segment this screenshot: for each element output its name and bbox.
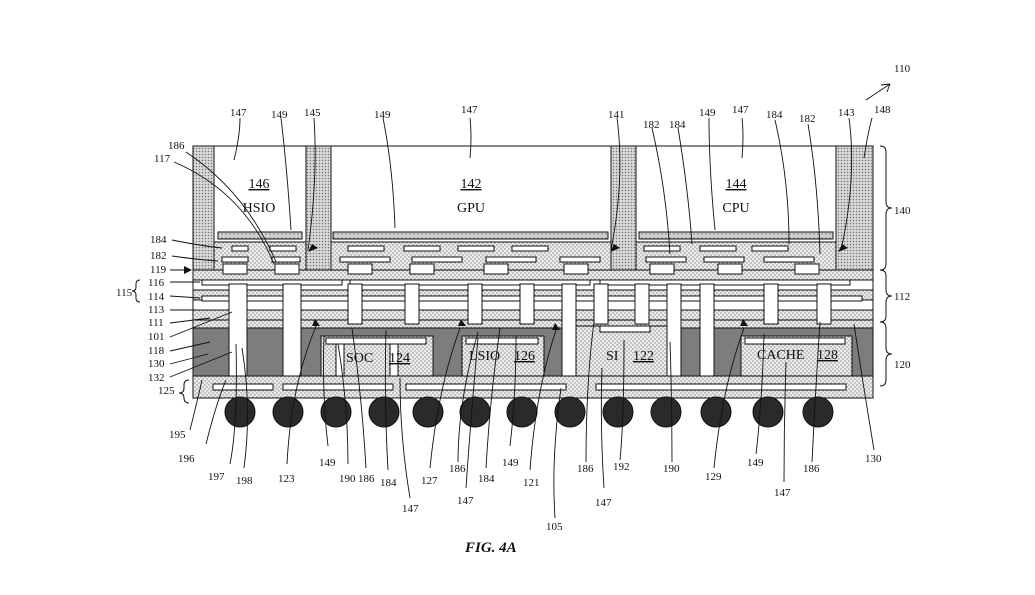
die-labels: 146 HSIO 142 GPU 144 CPU [243,177,750,216]
ref-label: 184 [766,109,783,121]
die-gpu [330,145,612,243]
die-name: GPU [457,201,485,216]
right-braces [131,145,893,404]
ref-label: 186 [168,140,185,152]
ref-label: 149 [374,109,391,121]
ref-label: 115 [116,287,133,299]
block-si [568,325,676,377]
ref-label: 147 [461,104,478,116]
ref-label: 147 [595,497,612,509]
ref-label: 113 [148,304,165,316]
die-cpu [635,145,837,243]
ref-label: 186 [577,463,594,475]
ref-label: 117 [154,153,171,165]
ref-label: 119 [150,264,167,276]
ref-numbers: 110 147 149 145 149 147 141 182 184 149 … [116,63,911,533]
block-name: CACHE [757,348,804,363]
ref-label: 127 [421,475,438,487]
die-hsio [213,145,307,243]
ref-label: 123 [278,473,295,485]
ref-label: 147 [774,487,791,499]
ref-label: 147 [230,107,247,119]
die-name: CPU [722,201,749,216]
block-name: SOC [346,351,373,366]
ref-label: 101 [148,331,165,343]
die-layer [192,145,874,271]
ref-label: 197 [208,471,225,483]
ref-label: 140 [894,205,911,217]
ref-label: 112 [894,291,910,303]
die-number: 142 [461,177,482,192]
ref-label: 130 [148,358,165,370]
ref-label: 141 [608,109,625,121]
ref-label: 105 [546,521,563,533]
ref-label: 111 [148,317,164,329]
block-number: 124 [389,351,410,366]
ref-label: 120 [894,359,911,371]
ref-label: 184 [150,234,167,246]
ref-label: 182 [150,250,167,262]
block-number: 126 [514,349,535,364]
die-number: 146 [249,177,270,192]
embedded-labels: SOC 124 LSIO 126 SI 122 CACHE 128 [346,348,838,366]
ref-label: 184 [478,473,495,485]
ref-label: 186 [358,473,375,485]
ref-label: 182 [643,119,660,131]
ref-label: 149 [319,457,336,469]
ref-label: 149 [699,107,716,119]
figure-caption: FIG. 4A [464,540,517,556]
ref-label: 125 [158,385,175,397]
block-name: SI [606,349,619,364]
ref-label: 132 [148,372,165,384]
block-number: 128 [817,348,838,363]
ref-label: 145 [304,107,321,119]
ref-label: 196 [178,453,195,465]
arrow-heads [184,244,848,330]
ref-label: 192 [613,461,630,473]
ref-label: 182 [799,113,816,125]
bottom-layer [192,375,874,399]
ref-label: 118 [148,345,165,357]
ref-label: 186 [803,463,820,475]
ref-label: 190 [339,473,356,485]
ref-label: 110 [894,63,911,75]
ref-label: 149 [502,457,519,469]
ref-label: 143 [838,107,855,119]
ref-label: 129 [705,471,722,483]
die-number: 144 [726,177,747,192]
ref-label: 195 [169,429,186,441]
ref-label: 149 [271,109,288,121]
ref-label: 184 [669,119,686,131]
leader-lines [169,83,891,519]
ref-label: 121 [523,477,540,489]
ref-label: 116 [148,277,165,289]
ref-label: 147 [402,503,419,515]
ref-label: 130 [865,453,882,465]
ref-label: 184 [380,477,397,489]
ref-label: 186 [449,463,466,475]
ref-label: 190 [663,463,680,475]
die-name: HSIO [243,201,276,216]
ref-label: 114 [148,291,165,303]
block-name: LSIO [469,349,500,364]
ref-label: 149 [747,457,764,469]
ref-label: 148 [874,104,891,116]
solder-bumps [224,396,834,428]
ref-label: 147 [457,495,474,507]
block-number: 122 [633,349,654,364]
ref-label: 147 [732,104,749,116]
ref-label: 198 [236,475,253,487]
